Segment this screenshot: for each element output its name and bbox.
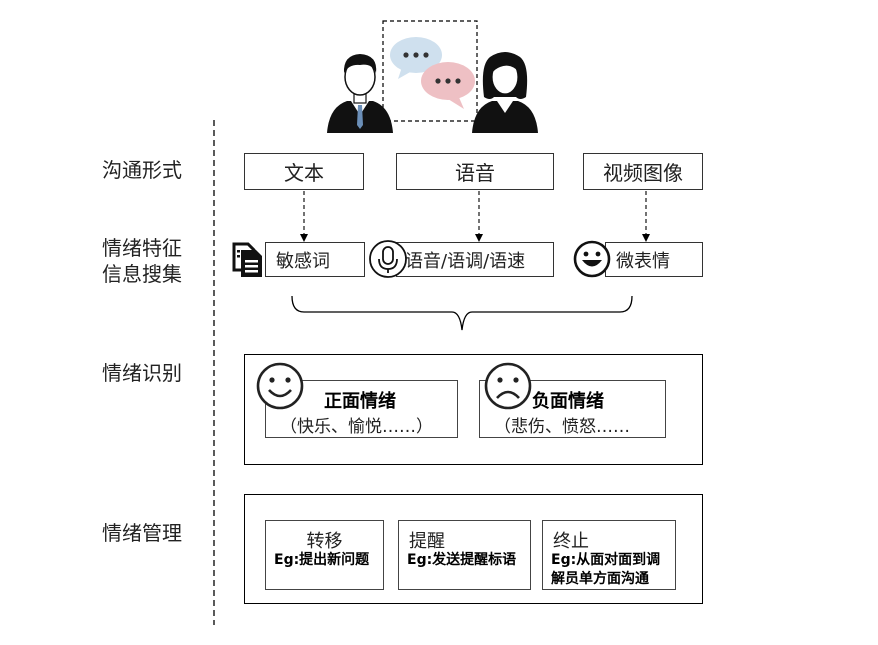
- management-terminate: 终止 Eg:从面对面到调解员单方面沟通: [542, 520, 676, 590]
- feature-voice-tone: 语音/语调/语速: [396, 242, 554, 277]
- chat-bubble-icon: [421, 62, 475, 109]
- form-voice: 语音: [396, 153, 554, 190]
- positive-emotion-examples: （快乐、愉悦……）: [280, 417, 433, 437]
- businesswoman-icon: [472, 52, 538, 133]
- document-icon: [232, 242, 262, 277]
- management-remind: 提醒 Eg:发送提醒标语: [398, 520, 531, 590]
- management-terminate-title: 终止: [553, 531, 589, 552]
- sad-face-icon: [484, 362, 532, 410]
- management-remind-title: 提醒: [409, 531, 445, 552]
- positive-emotion-title: 正面情绪: [324, 391, 396, 412]
- row-label-feature-1: 情绪特征: [102, 236, 182, 260]
- form-video: 视频图像: [583, 153, 703, 190]
- row-label-feature-2: 信息搜集: [102, 262, 182, 286]
- management-transfer: 转移 Eg:提出新问题: [265, 520, 384, 590]
- businessman-icon: [327, 54, 393, 133]
- form-text: 文本: [244, 153, 364, 190]
- negative-emotion-examples: （悲伤、愤怒……: [494, 417, 630, 437]
- management-terminate-example: Eg:从面对面到调解员单方面沟通: [551, 552, 661, 587]
- management-transfer-example: Eg:提出新问题: [274, 552, 370, 568]
- row-label-communication: 沟通形式: [102, 158, 182, 182]
- management-transfer-title: 转移: [306, 531, 343, 552]
- smiley-icon: [573, 240, 611, 278]
- microphone-icon: [369, 240, 407, 278]
- row-label-management: 情绪管理: [102, 521, 182, 545]
- negative-emotion-title: 负面情绪: [532, 391, 604, 412]
- header-illustration: [320, 15, 560, 135]
- divider-line: [213, 120, 215, 625]
- happy-face-icon: [256, 362, 304, 410]
- management-remind-example: Eg:发送提醒标语: [407, 552, 517, 568]
- bubble-frame: [382, 20, 478, 122]
- row-label-recognition: 情绪识别: [102, 361, 182, 385]
- feature-sensitive-words: 敏感词: [265, 242, 365, 277]
- feature-micro-expression: 微表情: [605, 242, 703, 277]
- chat-bubble-icon: [390, 37, 442, 79]
